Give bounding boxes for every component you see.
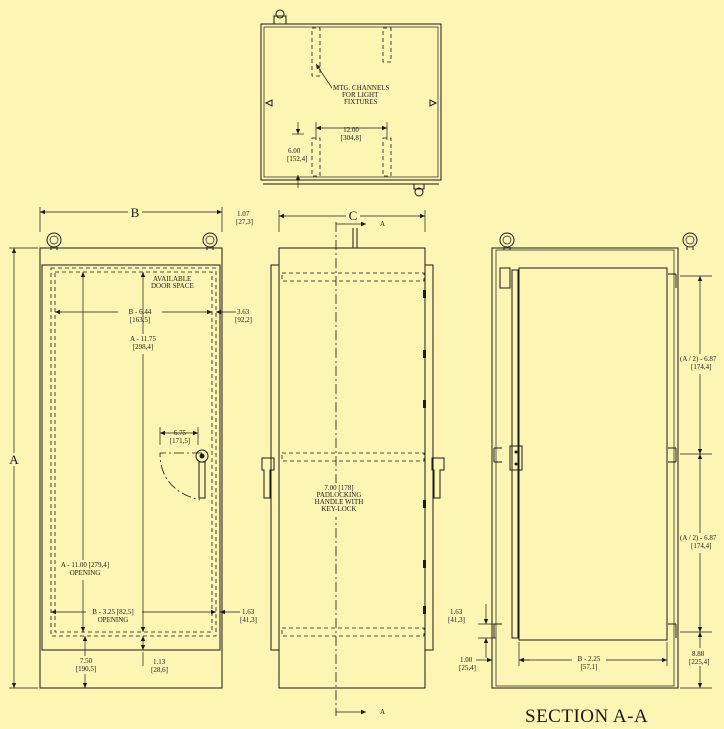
- side-channel-top: [281, 272, 425, 282]
- padlock-handle-left-icon: [261, 457, 275, 499]
- dim-b644-value: B - 6.44: [129, 308, 152, 316]
- dim-675-value: 6.75: [174, 429, 187, 437]
- dim-12-metric: [304,8]: [341, 134, 361, 142]
- front-lifting-eye-left-icon: [46, 232, 62, 250]
- latch-mechanism: [509, 445, 523, 471]
- dim-163-metric: [41,3]: [240, 616, 257, 624]
- dim-a1175-value: A - 11.75: [130, 335, 156, 343]
- front-door-outline: [41, 264, 221, 651]
- dim-a1100-label: OPENING: [70, 569, 101, 577]
- mtg-channel-upper-right: [382, 27, 392, 63]
- dim-b644-metric: [163,5]: [130, 316, 150, 324]
- dim-888-metric: [225,4]: [689, 658, 709, 666]
- section-dim-163-metric: [41,3]: [448, 616, 465, 624]
- mtg-channels-label-2: FOR LIGHT: [342, 91, 379, 99]
- mtg-channel-lower-right: [382, 137, 392, 177]
- mtg-channels-label-1: MTG. CHANNELS: [333, 84, 389, 92]
- dim-107-metric: [27,3]: [236, 218, 253, 226]
- dim-a1175-metric: [298,4]: [133, 343, 153, 351]
- dim-107-value: 1.07: [237, 210, 250, 218]
- dim-b-label: B: [131, 205, 140, 220]
- handle-swing-arc: [159, 452, 202, 501]
- dim-half-upper-value: (A / 2) - 6.87: [680, 355, 717, 363]
- available-door-space-label-2: DOOR SPACE: [151, 282, 194, 290]
- padlock-handle-right-icon: [431, 457, 445, 499]
- section-arrow-bottom-label: A: [380, 708, 385, 716]
- front-lifting-eye-right-icon: [202, 232, 218, 250]
- section-view: (A / 2) - 6.87 [174,4] (A / 2) - 6.87 [1…: [448, 232, 720, 727]
- dim-c-label: C: [349, 208, 358, 223]
- dim-100-metric: [25,4]: [459, 664, 476, 672]
- side-view: C A A 7.00 [178] PADLOCKING HANDLE WITH …: [261, 208, 445, 716]
- section-lifting-eye-right-icon: [682, 232, 698, 250]
- dim-363-value: 3.63: [237, 308, 250, 316]
- dim-113-value: 1.13: [153, 658, 166, 666]
- dim-113-metric: [28,6]: [151, 666, 168, 674]
- dim-163-value: 1.63: [242, 608, 255, 616]
- dim-b225-value: B - 2.25: [578, 655, 601, 663]
- section-arrow-top-label: A: [380, 220, 385, 228]
- side-channel-bottom: [281, 627, 425, 637]
- dim-12-value: 12.00: [343, 126, 359, 134]
- dim-750-metric: [190,5]: [76, 665, 96, 673]
- section-enclosure-outline: [491, 247, 679, 689]
- door-handle-icon: [195, 449, 209, 499]
- dim-a-label: A: [9, 452, 19, 467]
- dim-750-value: 7.50: [80, 657, 93, 665]
- mtg-channel-lower-left: [311, 137, 321, 177]
- section-dim-163-value: 1.63: [450, 608, 463, 616]
- dim-a1100-value: A - 11.00 [279,4]: [61, 561, 109, 569]
- side-channel-middle: [281, 452, 425, 462]
- section-panel-outline: [518, 267, 668, 641]
- top-view: MTG. CHANNELS FOR LIGHT FIXTURES 12.00 […: [260, 9, 442, 197]
- dim-b225-metric: [57,1]: [581, 663, 598, 671]
- dim-half-lower-metric: [174,4]: [691, 542, 711, 550]
- padlock-label-4: KEY-LOCK: [322, 505, 357, 513]
- dim-half-lower-value: (A / 2) - 6.87: [680, 534, 717, 542]
- latch-rod: [511, 269, 519, 639]
- top-lifting-lug-icon: [352, 228, 358, 248]
- dim-100-value: 1.00: [460, 656, 473, 664]
- dim-675-metric: [171,5]: [170, 437, 190, 445]
- dim-888-value: 8.88: [692, 650, 705, 658]
- available-door-space-outline: [50, 267, 217, 637]
- section-lifting-eye-left-icon: [499, 232, 515, 250]
- padlock-label-2: PADLOCKING: [317, 491, 362, 499]
- side-enclosure-outline: [278, 247, 426, 689]
- padlock-label-3: HANDLE WITH: [315, 498, 364, 506]
- mtg-channel-upper-left: [311, 27, 321, 77]
- front-view: B A 1.07 [27,3] AVAILABLE DOOR SPACE B -…: [7, 205, 257, 689]
- front-enclosure-outline: [39, 247, 223, 689]
- dim-b325-value: B - 3.25 [82,5]: [92, 608, 133, 616]
- dim-b325-label: OPENING: [98, 616, 129, 624]
- bottom-lifting-eye-icon: [413, 183, 425, 197]
- available-door-space-label-1: AVAILABLE: [153, 275, 191, 283]
- top-lifting-eye-icon: [273, 9, 287, 25]
- dim-half-upper-metric: [174,4]: [691, 363, 711, 371]
- dim-6-metric: [152,4]: [287, 155, 307, 163]
- padlock-label-1: 7.00 [178]: [324, 484, 353, 492]
- section-title: SECTION A-A: [525, 706, 648, 727]
- mtg-channels-label-3: FIXTURES: [344, 98, 378, 106]
- dim-6-value: 6.00: [288, 147, 301, 155]
- dim-363-metric: [92,2]: [235, 316, 252, 324]
